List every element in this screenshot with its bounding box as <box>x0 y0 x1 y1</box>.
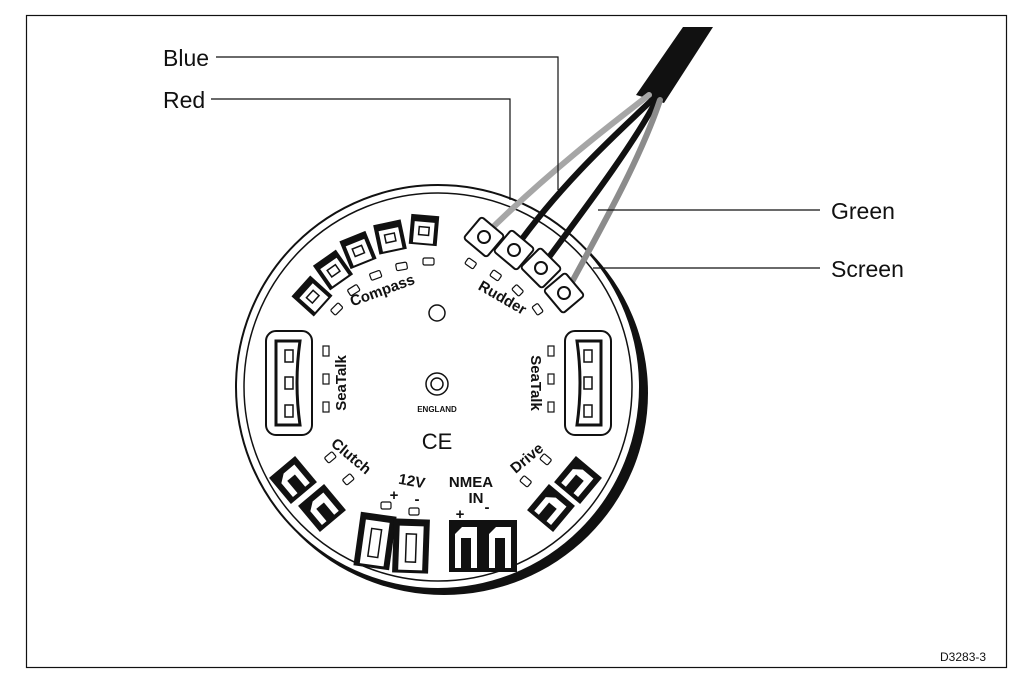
blue-wire <box>481 92 652 239</box>
blue-label: Blue <box>163 45 209 71</box>
centre-screw <box>425 372 449 396</box>
cable-jacket <box>636 27 713 103</box>
compass-terminals <box>291 213 440 317</box>
clutch-terminal-1 <box>269 456 317 504</box>
power-terminal-minus <box>392 518 430 574</box>
clutch-terminals <box>269 451 355 532</box>
rudder-terminal-2 <box>493 229 535 271</box>
seatalk-left-connector <box>265 330 330 436</box>
nmea-in-label: IN <box>469 490 484 507</box>
power-label: 12V <box>397 471 426 492</box>
green-wire <box>538 100 658 271</box>
rudder-terminal-1 <box>463 216 505 258</box>
nmea-terminal-minus <box>483 520 517 572</box>
nmea-plus-label: + <box>456 506 465 523</box>
screen-wire <box>563 97 663 296</box>
nmea-terminal-plus <box>449 520 483 572</box>
rudder-terminal-3 <box>520 247 562 289</box>
red-label: Red <box>163 87 205 113</box>
rudder-terminals <box>463 216 585 316</box>
wires <box>481 92 663 296</box>
power-terminal-plus <box>353 511 397 571</box>
power-plus-label: + <box>390 487 399 504</box>
green-label: Green <box>831 198 895 224</box>
nmea-minus-label: - <box>485 499 490 516</box>
compass-terminal-4 <box>312 249 354 291</box>
blue-leader <box>216 56 559 190</box>
drive-terminal-2 <box>554 456 602 504</box>
screen-label: Screen <box>831 256 904 282</box>
leader-lines <box>211 56 820 269</box>
compass-terminal-1 <box>408 213 440 247</box>
nmea-label: NMEA <box>449 474 493 491</box>
figure-frame <box>25 14 1008 669</box>
drive-terminal-1 <box>527 484 575 532</box>
clutch-terminal-2 <box>298 484 346 532</box>
power-terminals <box>353 501 430 574</box>
mounting-hole <box>428 304 446 322</box>
compass-terminal-3 <box>339 230 377 270</box>
red-wire <box>511 97 655 253</box>
ce-mark: CE <box>422 429 453 454</box>
power-minus-label: - <box>415 491 420 508</box>
nmea-terminals <box>449 520 517 572</box>
seatalk-left-label: SeaTalk <box>333 355 350 411</box>
figure-id: D3283-3 <box>940 650 986 664</box>
seatalk-right-connector <box>547 330 612 436</box>
red-leader <box>211 98 511 200</box>
compass-terminal-2 <box>373 219 407 255</box>
rudder-terminal-4 <box>543 272 585 314</box>
england-label: ENGLAND <box>417 405 457 414</box>
compass-terminal-5 <box>291 275 333 317</box>
seatalk-right-label: SeaTalk <box>527 355 544 411</box>
drive-terminals <box>519 453 602 532</box>
